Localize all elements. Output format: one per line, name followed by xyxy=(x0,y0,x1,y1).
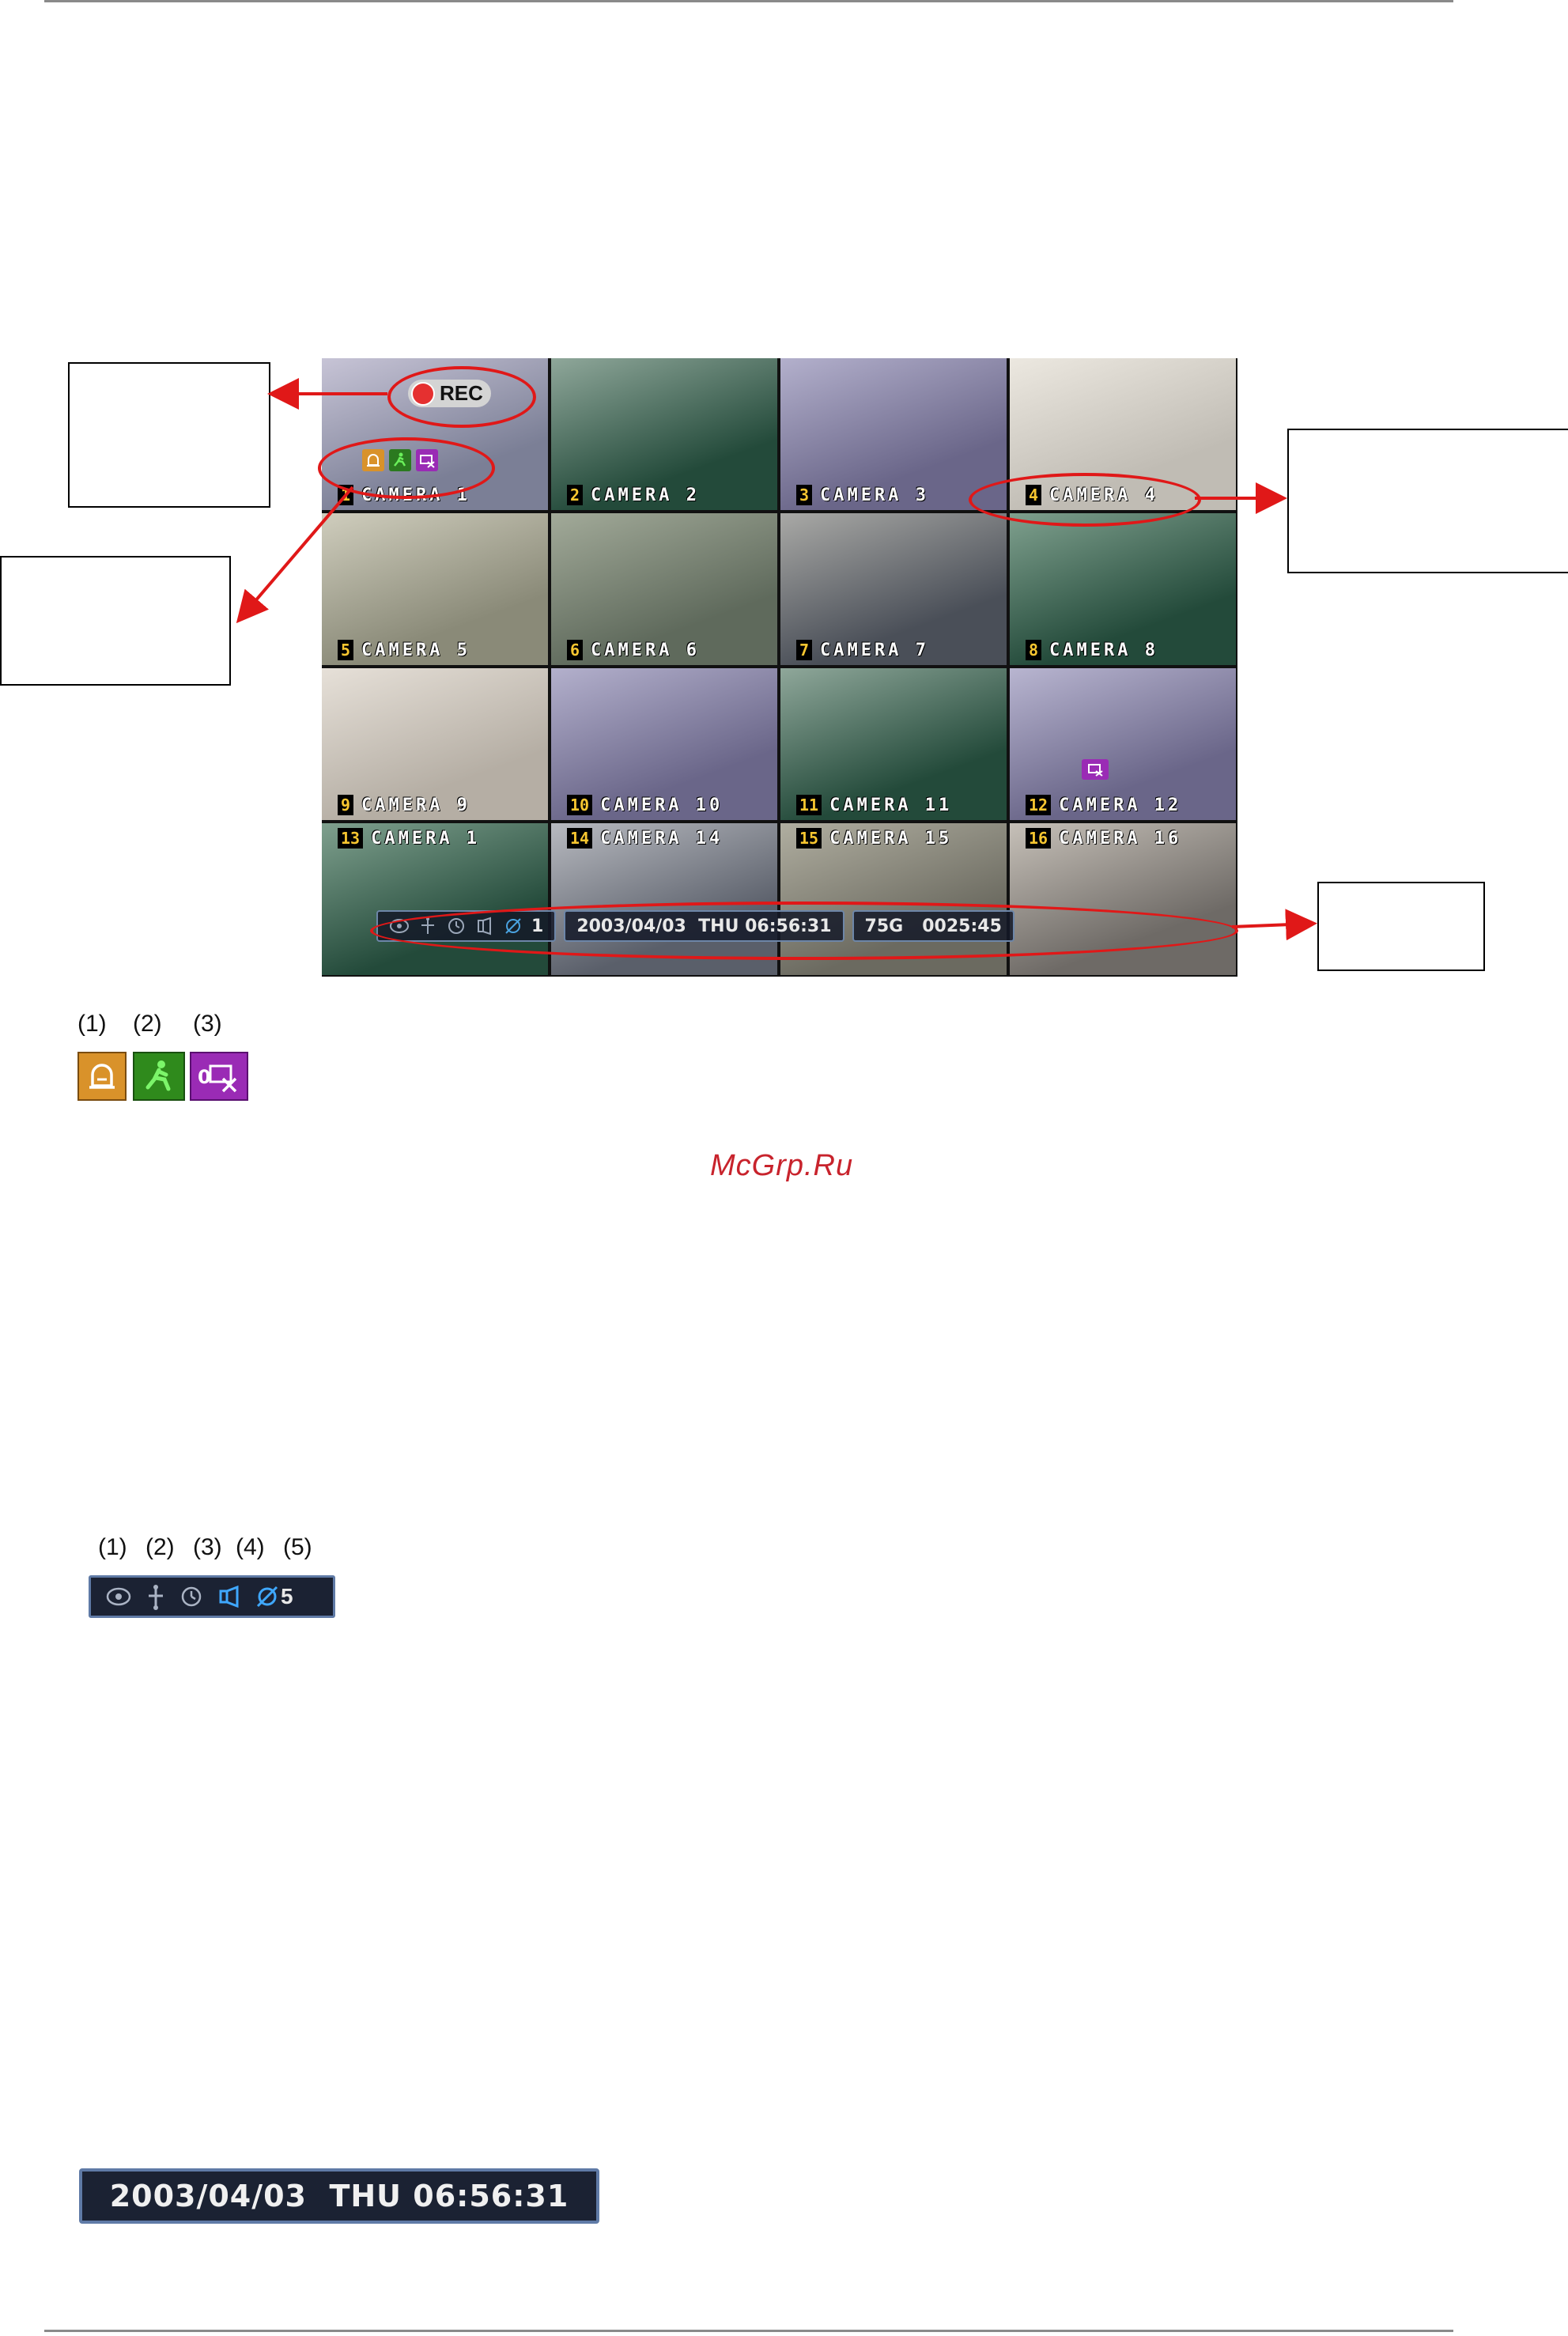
eye-icon xyxy=(106,1587,131,1606)
camera-tile[interactable]: 2 CAMERA 2 xyxy=(551,358,777,510)
event-icon-label-1: (1) xyxy=(77,1011,107,1037)
status-bar-highlight-ellipse xyxy=(370,902,1238,960)
event-icons-highlight-ellipse xyxy=(318,437,495,499)
status-icon-label-3: (3) xyxy=(193,1534,222,1560)
camera-tile[interactable]: 10 CAMERA 10 xyxy=(551,668,777,820)
camera-number: 11 xyxy=(796,795,822,815)
camera-name: CAMERA 8 xyxy=(1049,640,1159,660)
motion-icon xyxy=(133,1052,185,1101)
callout-box-rec xyxy=(68,362,270,508)
datetime-bar: 2003/04/03 THU 06:56:31 xyxy=(79,2168,599,2224)
camera-name: CAMERA 1 xyxy=(371,828,481,849)
status-icon-label-1: (1) xyxy=(98,1534,127,1560)
camera-tile[interactable]: 9 CAMERA 9 xyxy=(322,668,548,820)
bottom-rule xyxy=(44,2330,1453,2332)
camera-title: 9 CAMERA 9 xyxy=(338,795,470,815)
camera-number: 12 xyxy=(1026,795,1052,815)
camera-title: 16 CAMERA 16 xyxy=(1026,828,1181,849)
camera-tile[interactable]: 3 CAMERA 3 xyxy=(780,358,1007,510)
rec-highlight-ellipse xyxy=(387,366,536,428)
camera-name: CAMERA 10 xyxy=(600,795,724,815)
camera-number: 6 xyxy=(567,640,584,660)
camera-title: 7 CAMERA 7 xyxy=(796,640,929,660)
callout-box-event-icons xyxy=(0,556,231,686)
camera-name: CAMERA 5 xyxy=(361,640,471,660)
camera-name: CAMERA 16 xyxy=(1059,828,1182,849)
camera-title: 8 CAMERA 8 xyxy=(1026,640,1158,660)
camera-number: 15 xyxy=(796,828,822,849)
camera-title: 3 CAMERA 3 xyxy=(796,485,929,505)
camera-tile[interactable]: 12 CAMERA 12 xyxy=(1010,668,1236,820)
camera-title-highlight-ellipse xyxy=(969,473,1201,527)
event-icon-label-3: (3) xyxy=(193,1011,222,1037)
camera-title: 2 CAMERA 2 xyxy=(567,485,700,505)
camera-tile[interactable]: 8 CAMERA 8 xyxy=(1010,513,1236,665)
camera-name: CAMERA 2 xyxy=(591,485,701,505)
camera-name: CAMERA 12 xyxy=(1059,795,1182,815)
svg-text:0: 0 xyxy=(198,1066,211,1088)
event-icon-label-2: (2) xyxy=(133,1011,162,1037)
status-icons-bar: 5 xyxy=(89,1575,335,1618)
camera-title: 6 CAMERA 6 xyxy=(567,640,700,660)
camera-name: CAMERA 14 xyxy=(600,828,724,849)
camera-title: 15 CAMERA 15 xyxy=(796,828,952,849)
camera-name: CAMERA 11 xyxy=(829,795,953,815)
audio-icon xyxy=(219,1585,239,1608)
camera-name: CAMERA 9 xyxy=(361,795,471,815)
camera-tile[interactable]: 5 CAMERA 5 xyxy=(322,513,548,665)
camera-title: 13 CAMERA 1 xyxy=(338,828,480,849)
camera-tile[interactable]: 11 CAMERA 11 xyxy=(780,668,1007,820)
camera-title: 14 CAMERA 14 xyxy=(567,828,723,849)
camera-name: CAMERA 6 xyxy=(591,640,701,660)
callout-box-camera-title xyxy=(1287,429,1568,573)
camera-tile[interactable]: 6 CAMERA 6 xyxy=(551,513,777,665)
datetime-text: 2003/04/03 THU 06:56:31 xyxy=(109,2179,569,2213)
camera-number: 9 xyxy=(338,795,354,815)
camera-number: 14 xyxy=(567,828,593,849)
camera-number: 10 xyxy=(567,795,593,815)
alarm-icon xyxy=(77,1052,127,1101)
status-icon-label-2: (2) xyxy=(145,1534,175,1560)
video-loss-icon: 0 xyxy=(190,1052,248,1101)
camera-number: 16 xyxy=(1026,828,1052,849)
status-icon-label-5: (5) xyxy=(283,1534,312,1560)
top-rule xyxy=(44,0,1453,2)
camera-name: CAMERA 7 xyxy=(820,640,930,660)
disk-icon xyxy=(256,1586,278,1608)
camera-number: 3 xyxy=(796,485,813,505)
camera-number: 5 xyxy=(338,640,354,660)
camera-title: 10 CAMERA 10 xyxy=(567,795,723,815)
video-loss-icon xyxy=(1082,759,1109,780)
watermark: McGrp.Ru xyxy=(710,1149,854,1182)
clock-icon xyxy=(181,1586,202,1607)
camera-title: 5 CAMERA 5 xyxy=(338,640,470,660)
camera-title: 11 CAMERA 11 xyxy=(796,795,952,815)
camera-name: CAMERA 3 xyxy=(820,485,930,505)
camera-number: 2 xyxy=(567,485,584,505)
status-icon-label-4: (4) xyxy=(236,1534,265,1560)
camera-number: 7 xyxy=(796,640,813,660)
camera-tile[interactable]: 7 CAMERA 7 xyxy=(780,513,1007,665)
camera-number: 8 xyxy=(1026,640,1042,660)
camera-title: 12 CAMERA 12 xyxy=(1026,795,1181,815)
network-icon xyxy=(149,1585,163,1610)
disk-status: 5 xyxy=(255,1584,293,1609)
camera-number: 13 xyxy=(338,828,364,849)
callout-box-status-bar xyxy=(1317,882,1485,971)
camera-name: CAMERA 15 xyxy=(829,828,953,849)
disk-status-value: 5 xyxy=(281,1584,293,1608)
